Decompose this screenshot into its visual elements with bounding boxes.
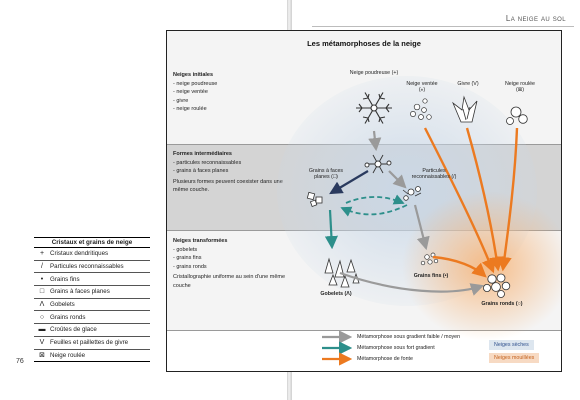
grain-symbol-icon: / (34, 260, 50, 274)
zone-item: particules reconnaissables (173, 159, 293, 168)
figure-title: Les métamorphoses de la neige (307, 39, 421, 48)
table-row: •Grains fins (34, 272, 150, 287)
zone-item: grains fins (173, 254, 293, 263)
table-row: ○Grains ronds (34, 310, 150, 325)
grain-label: Grains à faces planes (50, 285, 150, 299)
legend-label: Métamorphose de fonte (357, 356, 413, 362)
zone-transformed: Neiges transformées gobelets grains fins… (173, 237, 293, 291)
dry-snow-box: Neiges sèches (489, 340, 534, 350)
label-neige-roulee: Neige roulée (⊠) (504, 81, 536, 94)
running-head: La neige au sol (505, 14, 566, 23)
fine-grains-icon (420, 252, 439, 266)
orange-arrow (497, 127, 519, 272)
grain-type-table: Cristaux et grains de neige +Cristaux de… (34, 237, 150, 363)
depth-hoar-cups-icon (324, 257, 360, 288)
zone-item: grains à faces planes (173, 167, 293, 176)
label-grains-fins: Grains fins (•) (413, 273, 449, 279)
rounded-grains-icon (482, 273, 511, 298)
grain-label: Croûtes de glace (50, 323, 150, 337)
zone-initial: Neiges initiales neige poudreuse neige v… (173, 71, 293, 114)
label-neige-ventee: Neige ventée (⁎) (406, 81, 438, 94)
zone-note: Plusieurs formes peuvent coexister dans … (173, 178, 283, 194)
label-givre: Givre (V) (457, 81, 479, 87)
gray-arrow (339, 271, 485, 296)
orange-arrow (423, 127, 496, 274)
decomposing-particles-icon (364, 154, 392, 174)
teal-arrow (324, 209, 338, 250)
snowflake-icon (356, 92, 392, 124)
zone-title: Neiges transformées (173, 238, 228, 244)
grain-symbol-icon: • (34, 272, 50, 287)
metamorphosis-figure: Les métamorphoses de la neige Neiges ini… (166, 30, 562, 372)
label-particules: Particules reconnaissables (/) (411, 168, 457, 181)
grain-label: Feuilles et paillettes de givre (50, 336, 150, 350)
teal-arrow (340, 204, 408, 217)
label-gobelets: Gobelets (Λ) (320, 291, 352, 297)
graupel-icon (506, 106, 528, 125)
zone-item: neige ventée (173, 88, 293, 97)
grain-symbol-icon: ○ (34, 310, 50, 325)
table-row: □Grains à faces planes (34, 285, 150, 299)
grain-label: Grains ronds (50, 310, 150, 325)
label-neige-poudreuse: Neige poudreuse (+) (349, 70, 399, 76)
wind-packed-snow-icon (410, 98, 432, 120)
hoar-frost-icon (452, 95, 478, 123)
page-number: 76 (16, 358, 24, 365)
zone-item: givre (173, 97, 293, 106)
legend-label: Métamorphose sous gradient faible / moye… (357, 334, 461, 340)
recognizable-particles-icon (402, 186, 422, 201)
zone-note: Cristallographie uniforme au sein d'une … (173, 274, 286, 289)
metamorphosis-diagram (277, 76, 561, 366)
grain-symbol-icon: V (34, 336, 50, 350)
table-row: /Particules reconnaissables (34, 260, 150, 274)
grain-symbol-icon: ▬ (34, 323, 50, 337)
running-head-rule (312, 26, 574, 27)
gray-arrow (413, 204, 430, 251)
grain-label: Particules reconnaissables (50, 260, 150, 274)
legend-label: Métamorphose sous fort gradient (357, 345, 435, 351)
zone-divider (167, 330, 561, 331)
grain-label: Grains fins (50, 272, 150, 287)
grain-symbol-icon: + (34, 247, 50, 261)
grain-symbol-icon: □ (34, 285, 50, 299)
zone-item: neige poudreuse (173, 80, 293, 89)
grain-label: Neige roulée (50, 349, 150, 363)
zone-item: grains ronds (173, 263, 293, 272)
grain-symbol-icon: Λ (34, 298, 50, 312)
zone-item: neige roulée (173, 105, 293, 114)
zone-title: Formes intermédiaires (173, 151, 232, 157)
wet-snow-box: Neiges mouillées (489, 353, 540, 363)
orange-arrow (465, 127, 504, 272)
table-title: Cristaux et grains de neige (34, 237, 150, 248)
zone-item: gobelets (173, 246, 293, 255)
zone-intermediate: Formes intermédiaires particules reconna… (173, 150, 293, 195)
grain-symbol-icon: ⊠ (34, 349, 50, 363)
orange-arrow (432, 255, 487, 278)
table-row: ▬Croûtes de glace (34, 323, 150, 337)
grain-label: Cristaux dendritiques (50, 247, 150, 261)
navy-arrow (329, 170, 369, 195)
zone-title: Neiges initiales (173, 72, 214, 78)
faceted-grains-icon (306, 191, 323, 208)
gray-arrow (368, 130, 382, 152)
label-grains-ronds: Grains ronds (○) (481, 301, 523, 307)
label-grains-faces-planes: Grains à faces planes (□) (308, 168, 344, 181)
table-row: +Cristaux dendritiques (34, 247, 150, 261)
gray-arrow (388, 170, 407, 189)
grain-label: Gobelets (50, 298, 150, 312)
table-row: ⊠Neige roulée (34, 349, 150, 363)
